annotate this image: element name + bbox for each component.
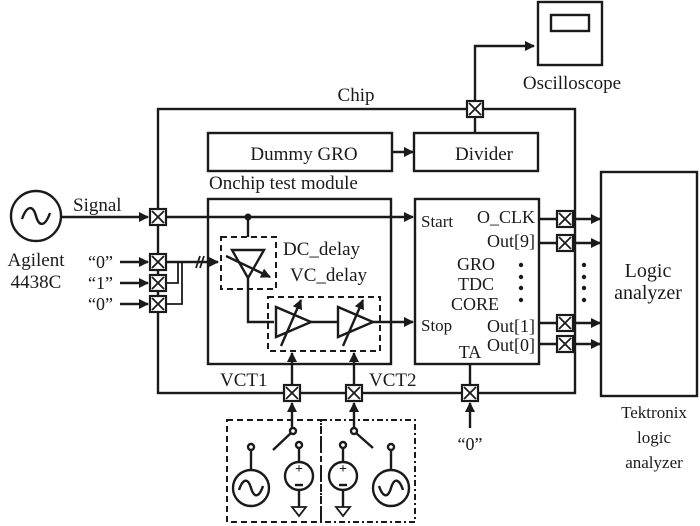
agilent-name-line2: 4438C [11, 272, 62, 293]
start-port-label: Start [421, 212, 453, 231]
pad-o-clk [555, 209, 575, 229]
out0-port-label: Out[0] [487, 335, 535, 355]
pad-out0 [555, 334, 575, 354]
vct1-switch-icon [272, 432, 292, 451]
pad-ta [460, 383, 480, 403]
divider-to-oscilloscope-wire [473, 41, 535, 101]
core-label: CORE [451, 294, 499, 314]
ellipsis-dots-inner [518, 262, 524, 303]
pad-vct1 [282, 383, 302, 403]
gro-tdc-core-block [413, 197, 541, 366]
vct2-source-group [320, 419, 416, 523]
o-clk-port-label: O_CLK [477, 207, 535, 227]
select-bit-0-label: “0” [88, 252, 113, 272]
chip-label: Chip [338, 85, 375, 106]
gro-label: GRO [457, 254, 495, 274]
stop-port-label: Stop [421, 316, 452, 335]
dummy-gro-block [206, 131, 394, 173]
onchip-test-module-label: Onchip test module [209, 173, 358, 194]
pad-vct2 [344, 383, 364, 403]
logic-analyzer-block [599, 170, 699, 398]
oscilloscope-icon [536, 0, 604, 67]
divider-label: Divider [455, 144, 514, 165]
ellipsis-dots-outer [581, 262, 587, 303]
agilent-name-line1: Agilent [8, 250, 66, 271]
agilent-signal-generator [9, 189, 63, 243]
pad-divider-out [465, 99, 485, 119]
vct1-label: VCT1 [220, 370, 268, 391]
svg-text:+: + [339, 462, 347, 477]
vct2-ac-source-icon [371, 468, 411, 508]
onchip-test-module-block [206, 197, 393, 366]
vct2-switch-icon [355, 432, 374, 449]
pad-signal [148, 207, 168, 227]
pad-sel-1 [148, 273, 168, 293]
ground-icon [334, 506, 352, 518]
chip-boundary [156, 107, 577, 395]
vct2-label: VCT2 [369, 370, 417, 391]
oscilloscope-label: Oscilloscope [523, 73, 621, 94]
dc-delay-label: DC_delay [283, 239, 361, 260]
pad-out1 [555, 313, 575, 333]
oscilloscope [536, 0, 604, 67]
bus-slash [195, 255, 201, 269]
pad-sel-2 [148, 294, 168, 314]
dummy-gro-label: Dummy GRO [250, 144, 357, 165]
tdc-label: TDC [458, 274, 494, 294]
logic-analyzer-label-line2: analyzer [614, 282, 682, 304]
svg-text:+: + [295, 462, 303, 477]
out1-port-label: Out[1] [487, 316, 535, 336]
tektronix-caption-line3: analyzer [625, 453, 683, 472]
signal-label: Signal [73, 195, 122, 216]
ground-icon [290, 506, 308, 518]
out9-port-label: Out[9] [487, 231, 535, 251]
vc-delay-label: VC_delay [290, 265, 368, 286]
divider-block [412, 131, 540, 173]
pad-sel-0 [148, 252, 168, 272]
select-bit-1-label: “1” [88, 273, 113, 293]
vct1-ac-source-icon [231, 468, 271, 508]
tektronix-caption-line1: Tektronix [621, 403, 687, 422]
select-bit-2-label: “0” [88, 294, 113, 314]
tektronix-caption-line2: logic [637, 428, 671, 447]
ta-input-label: “0” [458, 434, 483, 454]
vc-delay-box [267, 296, 381, 352]
logic-analyzer-label-line1: Logic [625, 260, 672, 282]
pad-out9 [555, 233, 575, 253]
ta-port-label: TA [459, 342, 482, 362]
